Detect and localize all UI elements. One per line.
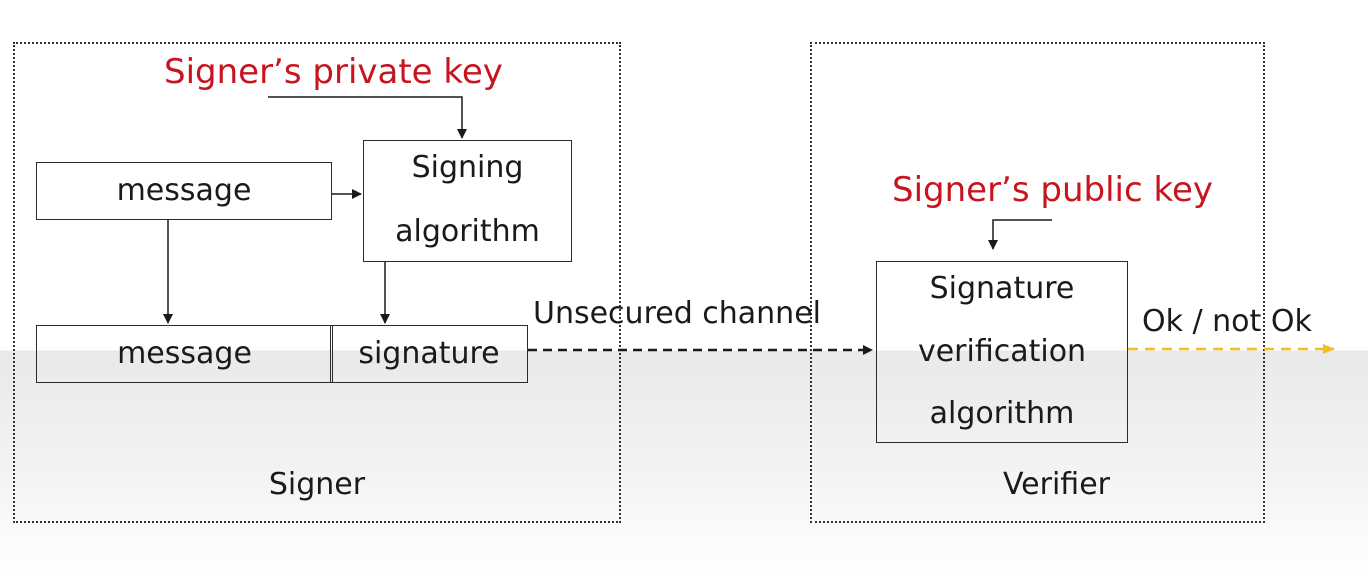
signer-title: Signer xyxy=(268,467,366,502)
signer-group xyxy=(13,42,621,523)
public-key-arrow xyxy=(988,219,1052,250)
signing-line2: algorithm xyxy=(395,214,540,249)
signing-algorithm-box xyxy=(363,140,572,262)
private-key-label: Signer’s private key xyxy=(164,52,503,92)
public-key-label: Signer’s public key xyxy=(892,170,1214,210)
verification-algorithm-box xyxy=(876,261,1128,443)
signature-label: signature xyxy=(358,336,500,371)
signing-line1: Signing xyxy=(411,150,524,185)
message-top-label: message xyxy=(116,173,252,208)
verifier-title: Verifier xyxy=(1002,467,1110,502)
verify-line1: Signature xyxy=(929,271,1075,306)
verify-line2: verification xyxy=(917,334,1087,369)
result-label: Ok / not Ok xyxy=(1142,304,1312,339)
message-bottom-label: message xyxy=(117,336,252,371)
message-box-bottom xyxy=(36,325,333,383)
verify-line3: algorithm xyxy=(929,396,1075,431)
private-key-arrow xyxy=(268,96,467,139)
signature-box xyxy=(330,325,528,383)
verifier-group xyxy=(810,42,1265,523)
message-box-top xyxy=(36,162,332,220)
unsecured-channel-label: Unsecured channel xyxy=(533,296,821,331)
